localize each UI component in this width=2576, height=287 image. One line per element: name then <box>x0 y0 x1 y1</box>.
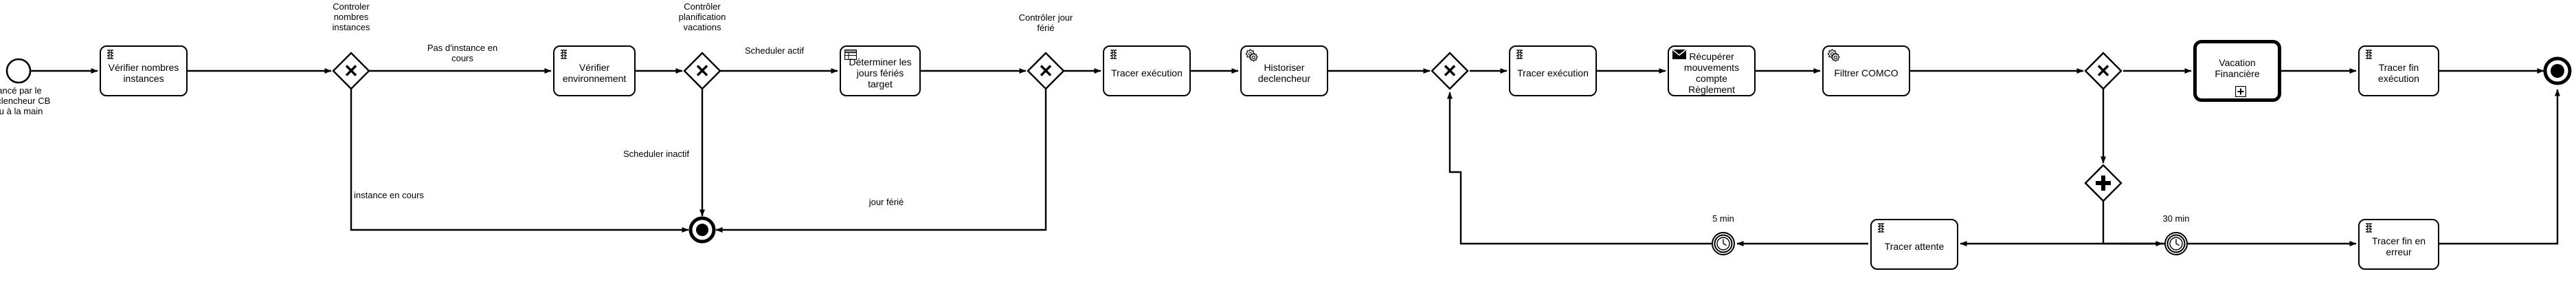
script-task-icon <box>1110 50 1117 59</box>
svg-text:✕: ✕ <box>344 61 359 81</box>
business-rule-task-icon <box>844 50 857 60</box>
start-event[interactable] <box>5 58 32 84</box>
script-task-icon <box>2365 223 2373 233</box>
task-label: Tracer attente <box>1884 241 1945 252</box>
timer-label-5min: 5 min <box>1712 213 1734 224</box>
task-label: Vérifier nombres instances <box>108 62 179 84</box>
task-verifier-nombres-instances[interactable]: Vérifier nombres instances <box>100 45 188 96</box>
flow-timer5-to-gw4 <box>1447 92 1712 245</box>
flow-label-jour-ferie: jour férié <box>869 197 904 207</box>
task-recuperer-mouvements-compte-reglement[interactable]: Récupérer mouvements compte Règlement <box>1668 45 1756 96</box>
call-activity-vacation-financiere[interactable]: Vacation Financière <box>2193 40 2281 102</box>
flow-label-scheduler-actif: Scheduler actif <box>745 45 804 56</box>
flow-gw3-jour-ferie <box>715 89 1047 233</box>
flow-tracer-erreur-to-end <box>2439 89 2560 245</box>
task-label: Vacation Financière <box>2215 57 2260 79</box>
task-tracer-execution-1[interactable]: Tracer exécution <box>1103 45 1191 96</box>
task-tracer-execution-2[interactable]: Tracer exécution <box>1509 45 1597 96</box>
timer-event-5min[interactable] <box>1712 232 1735 255</box>
task-label: Déterminer les jours fériés target <box>849 56 912 89</box>
gateway-controler-nombres-instances[interactable]: ✕ <box>332 52 370 90</box>
task-label: Tracer fin exécution <box>2378 62 2419 84</box>
flow-gw1-instance-en-cours <box>350 89 689 233</box>
timer-label-30min: 30 min <box>2162 213 2190 224</box>
script-task-icon <box>107 50 114 59</box>
task-filtrer-comco[interactable]: Filtrer COMCO <box>1822 45 1910 96</box>
script-task-icon <box>1877 223 1885 233</box>
gateway-label-controler-planification-vacations: Contrôler planification vacations <box>678 1 726 32</box>
end-event-terminate-bottom[interactable] <box>688 216 716 244</box>
gateway-parallel-timeout[interactable] <box>2084 164 2123 202</box>
gateway-label-controler-nombres-instances: Controler nombres instances <box>332 1 370 32</box>
flow-label-pas-instance-en-cours: Pas d'instance en cours <box>427 43 498 63</box>
collapsed-subprocess-icon[interactable] <box>2235 86 2246 97</box>
message-task-icon <box>1672 50 1686 59</box>
script-task-icon <box>560 50 568 59</box>
task-determiner-jours-feries-target[interactable]: Déterminer les jours fériés target <box>840 45 921 96</box>
gateway-split-vacation[interactable]: ✕ <box>2084 52 2123 90</box>
svg-text:✕: ✕ <box>695 61 710 81</box>
task-label: Historiser declencheur <box>1257 62 1311 84</box>
script-task-icon <box>2365 50 2373 59</box>
task-label: Tracer fin en erreur <box>2371 235 2426 257</box>
task-tracer-fin-en-erreur[interactable]: Tracer fin en erreur <box>2358 219 2439 270</box>
gateway-controler-jour-ferie[interactable]: ✕ <box>1027 52 1065 90</box>
script-task-icon <box>1516 50 1523 59</box>
svg-text:✕: ✕ <box>1442 61 1457 81</box>
task-tracer-fin-execution[interactable]: Tracer fin exécution <box>2358 45 2439 96</box>
task-label: Récupérer mouvements compte Règlement <box>1683 51 1740 95</box>
service-task-icon <box>1245 49 1258 62</box>
gateway-label-controler-jour-ferie: Contrôler jour férié <box>1018 12 1073 33</box>
service-task-icon <box>1827 49 1840 62</box>
task-label: Vérifier environnement <box>562 62 627 84</box>
task-label: Tracer exécution <box>1517 67 1589 78</box>
task-label: Filtrer COMCO <box>1834 67 1899 78</box>
svg-text:✕: ✕ <box>1038 61 1053 81</box>
start-event-label: lancé par le declencheur CB ou à la main <box>0 85 51 116</box>
task-label: Tracer exécution <box>1111 67 1183 78</box>
task-tracer-attente[interactable]: Tracer attente <box>1870 219 1958 270</box>
gateway-controler-planification-vacations[interactable]: ✕ <box>683 52 721 90</box>
flow-label-scheduler-inactif: Scheduler inactif <box>623 149 690 159</box>
svg-text:✕: ✕ <box>2096 61 2111 81</box>
task-verifier-environnement[interactable]: Vérifier environnement <box>553 45 636 96</box>
flow-label-instance-en-cours: instance en cours <box>354 190 424 200</box>
task-historiser-declencheur[interactable]: Historiser declencheur <box>1240 45 1328 96</box>
gateway-merge-attente[interactable]: ✕ <box>1431 52 1469 90</box>
timer-event-30min[interactable] <box>2164 232 2188 255</box>
end-event-terminate[interactable] <box>2543 56 2572 85</box>
